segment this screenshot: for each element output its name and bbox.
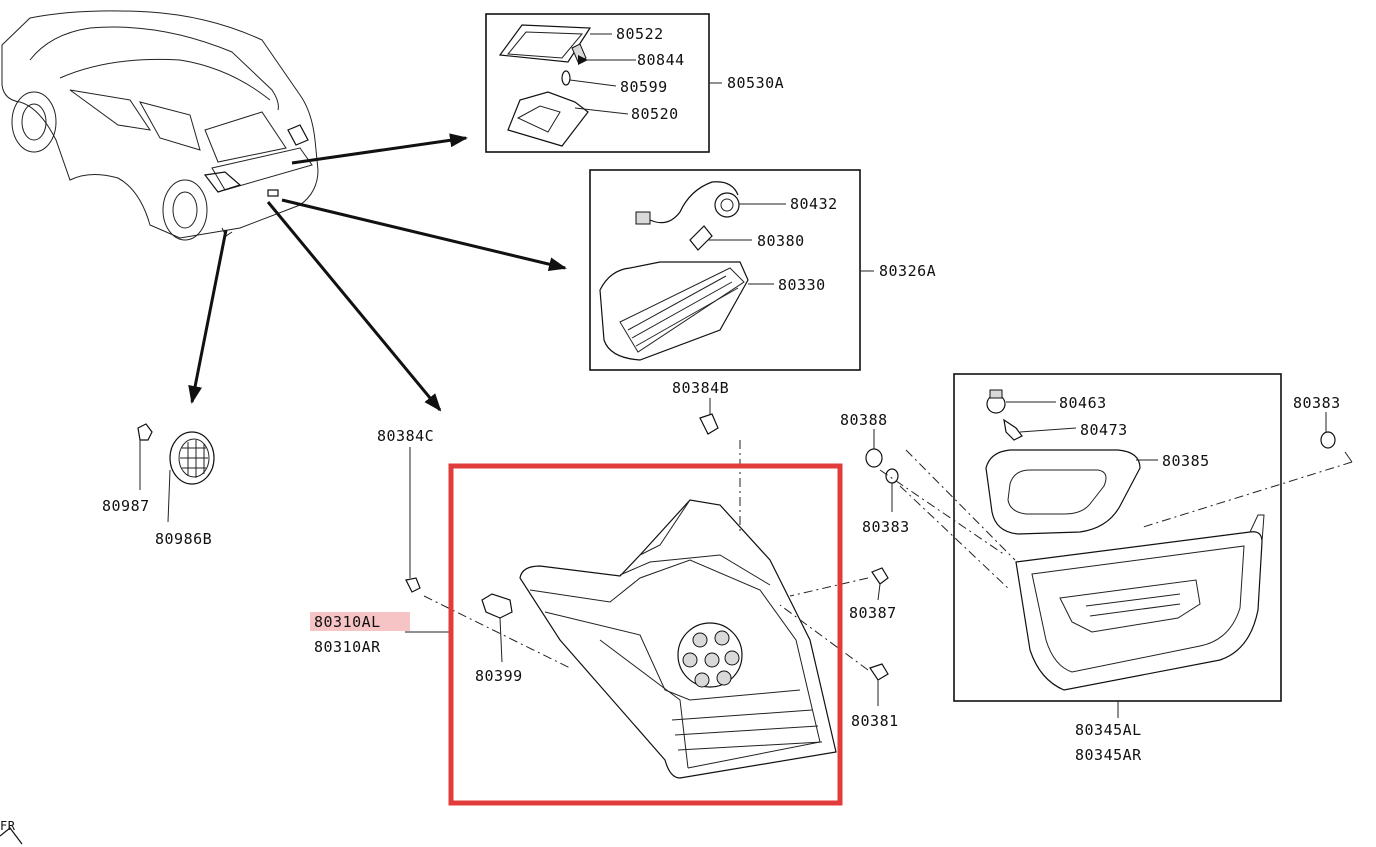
label-80473: 80473 xyxy=(1080,421,1128,439)
grommet-80388 xyxy=(865,448,883,468)
highlight-label-bg xyxy=(310,612,410,631)
label-80330: 80330 xyxy=(778,276,826,294)
label-80385: 80385 xyxy=(1162,452,1210,470)
label-80844: 80844 xyxy=(637,51,685,69)
screw-80381 xyxy=(869,663,889,681)
clip-80987 xyxy=(137,423,153,441)
tail-lamp-80345 xyxy=(1015,531,1263,691)
label-80310AL: 80310AL xyxy=(314,613,381,631)
highlight-box xyxy=(448,463,843,806)
lens-80522 xyxy=(498,24,592,63)
label-80530A: 80530A xyxy=(727,74,784,92)
label-80384B: 80384B xyxy=(672,379,729,397)
label-80520: 80520 xyxy=(631,105,679,123)
fastener-group: 80384B 80388 80383 80387 80381 xyxy=(672,379,910,730)
label-80522: 80522 xyxy=(616,25,664,43)
label-80381: 80381 xyxy=(851,712,899,730)
label-80987: 80987 xyxy=(102,497,150,515)
label-80463: 80463 xyxy=(1059,394,1107,412)
label-80399: 80399 xyxy=(475,667,523,685)
label-80432: 80432 xyxy=(790,195,838,213)
bolt-80387 xyxy=(871,567,889,585)
label-80384C: 80384C xyxy=(377,427,434,445)
callout-arrows xyxy=(188,133,567,412)
label-80326A: 80326A xyxy=(879,262,936,280)
outer-tail-lamp-group: 80384C 80399 80310AL 80310AR xyxy=(310,427,869,779)
label-80383-mid: 80383 xyxy=(862,518,910,536)
reflector-lamp-box xyxy=(589,169,861,371)
label-80345AR: 80345AR xyxy=(1075,746,1142,764)
clip-80384B xyxy=(699,413,719,435)
reflector-80330 xyxy=(599,261,749,361)
gasket-80380 xyxy=(689,225,713,251)
reflector-lamp-group: 80432 80380 80330 80326A xyxy=(589,169,936,371)
inner-tail-lamp-group: 80463 80473 80385 80383 80345AL 80345AR xyxy=(879,373,1353,764)
label-80383-right: 80383 xyxy=(1293,394,1341,412)
license-lamp-group: 80522 80844 80599 80520 80530A xyxy=(485,13,784,153)
clip-80473 xyxy=(1003,418,1023,441)
socket-80432 xyxy=(714,192,740,218)
label-80986B: 80986B xyxy=(155,530,212,548)
label-80599: 80599 xyxy=(620,78,668,96)
housing-80520 xyxy=(507,91,589,147)
label-80388: 80388 xyxy=(840,411,888,429)
label-80387: 80387 xyxy=(849,604,897,622)
label-80310AR: 80310AR xyxy=(314,638,381,656)
label-80380: 80380 xyxy=(757,232,805,250)
grommet-group: 80987 80986B xyxy=(102,423,215,548)
tail-lamp-80310 xyxy=(519,499,837,779)
front-direction-mark: FR xyxy=(0,819,23,845)
label-fr: FR xyxy=(0,819,16,833)
nut-80383-right xyxy=(1320,431,1336,449)
gasket-80399 xyxy=(481,593,513,619)
label-80345AL: 80345AL xyxy=(1075,721,1142,739)
vehicle-outline-icon xyxy=(1,10,319,241)
